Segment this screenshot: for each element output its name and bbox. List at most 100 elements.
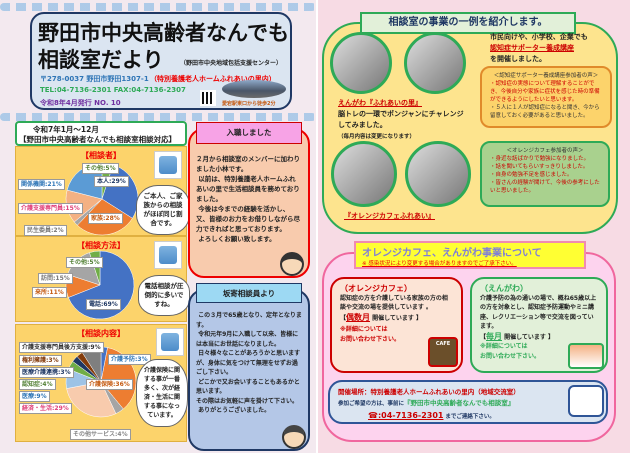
voice-item: ・自身の勉強不足を感じました。	[490, 172, 573, 178]
apply-pre: 参加ご希望の方は、事前に	[338, 401, 405, 407]
title-line1: 野田市中央高齢者なんでも	[38, 21, 289, 45]
stats-header: 令和7年1月～12月 【野田市中央高齢者なんでも相談室相談対応】	[15, 121, 187, 146]
venue-box: 開催場所：特別養護老人ホームふれあいの里内（地域交流室） 参加ご希望の方は、事前…	[328, 380, 608, 424]
apply-office: 『野田市中央高齢者なんでも相談室』	[404, 399, 515, 407]
masthead: 野田市中央高齢者なんでも 相談室だより （野田市中央地域包括支援センター） 〒2…	[30, 12, 292, 110]
comment-bubble: ご本人、ご家族からの相談がほぼ同じ割合です。	[136, 185, 190, 235]
slice-label: 介護支援専門員:15%	[18, 203, 83, 214]
access: 愛宕駅東口から徒歩2分	[222, 101, 276, 107]
pie-slice-経済・生活	[66, 381, 117, 418]
pie-chart-method	[65, 250, 135, 320]
venue: 開催場所：特別養護老人ホームふれあいの里内（地域交流室）	[338, 388, 520, 396]
slice-label: 関係機関:21%	[18, 179, 65, 190]
photo-cafe-meeting	[405, 141, 471, 207]
voice-item: ・話を聞いてもらいすっきりしました。	[490, 164, 589, 170]
farewell-banner: 坂寄相談員より	[196, 283, 302, 303]
building-icon	[156, 328, 184, 356]
photo-cafe-entrance	[331, 141, 397, 207]
slice-label: 民生委員:2%	[24, 225, 67, 236]
freq-post: 開催しています 】	[372, 314, 423, 322]
slice-label: 医療介護連携:3%	[19, 367, 74, 378]
qr-code[interactable]	[200, 90, 216, 106]
voice-item: ・皆さんの経験が聞けて、今後の参考にしたいと思いました。	[490, 180, 600, 194]
slice-label: 介護保険:36%	[86, 379, 133, 390]
bracket: 【	[480, 333, 487, 341]
orange-cafe-box: （オレンジカフェ） 認知症の方を介護している家族の方の相談や交流の場を提供してい…	[330, 277, 463, 373]
voice-item: ・５人に１人が認知症になると聞き、今から留意しておく必要があると思いました。	[490, 105, 600, 119]
engawa-text: 脳トレの一環でポンジャンにチャレンジしてみました。	[338, 110, 464, 129]
freq-post: 開催しています 】	[504, 333, 555, 341]
slice-label: その他:5%	[66, 257, 103, 268]
cafe-illustration: CAFE	[428, 337, 458, 367]
phone-number[interactable]: ☎:04-7136-2301	[368, 411, 444, 420]
voice-item: ・認知症の実態について理解することができ、今後自分や家族に症状を感じた時の準備が…	[490, 81, 600, 103]
fish-border	[0, 113, 316, 121]
building-icon	[154, 151, 182, 179]
staff-avatar	[280, 252, 304, 276]
events-banner: オレンジカフェ、えんがわ事業について ※ 感染状況により変更する場合がありますの…	[354, 241, 586, 269]
cafe-note: ※詳細については お問い合わせ下さい。	[340, 326, 401, 343]
engawa-box: （えんがわ） 介護予防の為の通いの場で、概ね65歳以上の方を対象とし、認知症予防…	[470, 277, 608, 373]
slice-label: その他サービス:4%	[70, 429, 131, 440]
events-notice: ※ 感染状況により変更する場合がありますのでご了承下さい。	[362, 261, 517, 267]
cafe-name: 『オレンジカフェふれあい』	[344, 212, 435, 220]
bracket: 【	[340, 314, 347, 322]
engawa-text: 介護予防の為の通いの場で、概ね65歳以上の方を対象とし、認知症予防運動やミニ講座…	[480, 294, 597, 331]
stats-period: 令和7年1月～12月	[33, 125, 99, 134]
photo-ponjan	[330, 32, 392, 94]
fish-border	[0, 3, 316, 11]
building-icon	[154, 241, 182, 269]
chart-title: 【相談方法】	[77, 241, 125, 250]
chart-panel-consulter: 【相談者】 その他:5% 本人:29% 家族:28% 民生委員:2% 介護支援専…	[15, 146, 190, 236]
title-line2: 相談室だより	[38, 48, 164, 72]
exercise-flyer	[568, 343, 604, 369]
engawa-note: ※詳細については お問い合わせ下さい。	[480, 343, 541, 360]
supporter-course: 認知症サポーター養成講座	[490, 44, 574, 52]
seniors-illustration	[568, 385, 604, 417]
photo-lecture	[404, 32, 466, 94]
comment-bubble: 電話相談が圧倒的に多いですね。	[138, 275, 190, 316]
chart-panel-content: 【相談内容】 介護予防:3% 介護保険:36% その他サービス:4% 経済・生活…	[15, 324, 188, 442]
voice-title: ＜オレンジカフェ参加者の声＞	[506, 148, 584, 154]
cafe-voices: ＜オレンジカフェ参加者の声＞ ・身近な話ばかりで勉強になりました。 ・話を聞いて…	[480, 141, 610, 207]
slice-label: 経済・生活:29%	[19, 403, 72, 414]
slice-label: 認知症:4%	[19, 379, 56, 390]
slice-label: 権利擁護:3%	[19, 355, 62, 366]
cafe-heading: （オレンジカフェ）	[340, 284, 412, 293]
slice-label: その他:5%	[82, 163, 119, 174]
chart-title: 【相談内容】	[77, 329, 125, 338]
apply-post: までご連絡下さい。	[445, 414, 495, 420]
slice-label: 訪問:15%	[38, 273, 73, 284]
center-name: （野田市中央地域包括支援センター）	[180, 60, 283, 67]
cafe-text: 認知症の方を介護している家族の方の相談や交流の場を提供しています 。	[340, 294, 448, 312]
engawa-frequency: 毎月	[486, 331, 503, 341]
events-title: オレンジカフェ、えんがわ事業について	[362, 248, 542, 259]
engawa-name: えんがわ『ふれあいの里』	[338, 99, 422, 107]
voice-title: ＜認知症サポーター養成講座参加者の声＞	[493, 73, 599, 79]
issue: 令和8年4月発行 NO. 10	[40, 99, 121, 107]
supporter-intro2: を開催しました。	[490, 55, 546, 63]
slice-label: 家族:28%	[88, 213, 123, 224]
slice-label: 電話:69%	[86, 299, 121, 310]
slice-label: 本人:29%	[94, 176, 129, 187]
supporter-voices: ＜認知症サポーター養成講座参加者の声＞ ・認知症の実態について理解することができ…	[480, 66, 612, 128]
address: 〒278-0037 野田市野田1307-1	[40, 75, 149, 83]
farewell-box: この３月で65歳となり、定年となります。 令和元年9月に入職して以来、皆様には本…	[188, 289, 310, 451]
slice-label: 来所:11%	[32, 287, 67, 298]
staff-avatar	[282, 425, 306, 449]
cafe-frequency: 偶数月	[346, 312, 371, 322]
building-photo	[222, 80, 286, 98]
voice-item: ・身近な話ばかりで勉強になりました。	[490, 156, 590, 162]
supporter-intro1: 市民向けや、小学校、企業でも	[490, 33, 588, 41]
chart-panel-method: 【相談方法】 電話:69% 来所:11% 訪問:15% その他:5% 電話相談が…	[15, 236, 190, 322]
engawa-note: （毎月内容は変更になります）	[338, 134, 416, 140]
new-staff-banner: 入職しました	[196, 122, 302, 144]
slice-label: 介護支援専門員後方支援:9%	[19, 342, 104, 353]
chart-title: 【相談者】	[81, 151, 121, 160]
activities-title: 相談室の事業の一例を紹介します。	[360, 12, 576, 34]
stats-title: 【野田市中央高齢者なんでも相談室相談対応】	[19, 135, 177, 144]
engawa-heading: （えんがわ）	[480, 284, 528, 293]
comment-bubble: 介護保険に関する事が一番多く、次が経済・生活に関する事になっています。	[136, 359, 188, 427]
address-note: （特別養護老人ホームふれあいの里内）	[150, 75, 276, 83]
slice-label: 医療:9%	[19, 391, 50, 402]
